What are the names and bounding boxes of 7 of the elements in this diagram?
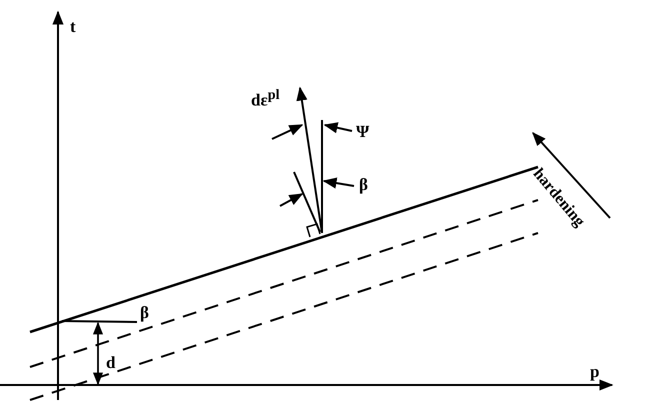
angle-label: β [359, 176, 368, 193]
axis-label: p [590, 363, 600, 380]
dimension-label: d [106, 354, 116, 371]
angle-label: β [140, 304, 149, 321]
axis-label: t [70, 18, 76, 35]
strain-increment-label: dε$^{pl}$ [251, 88, 280, 109]
angle-label: Ψ [356, 123, 370, 140]
